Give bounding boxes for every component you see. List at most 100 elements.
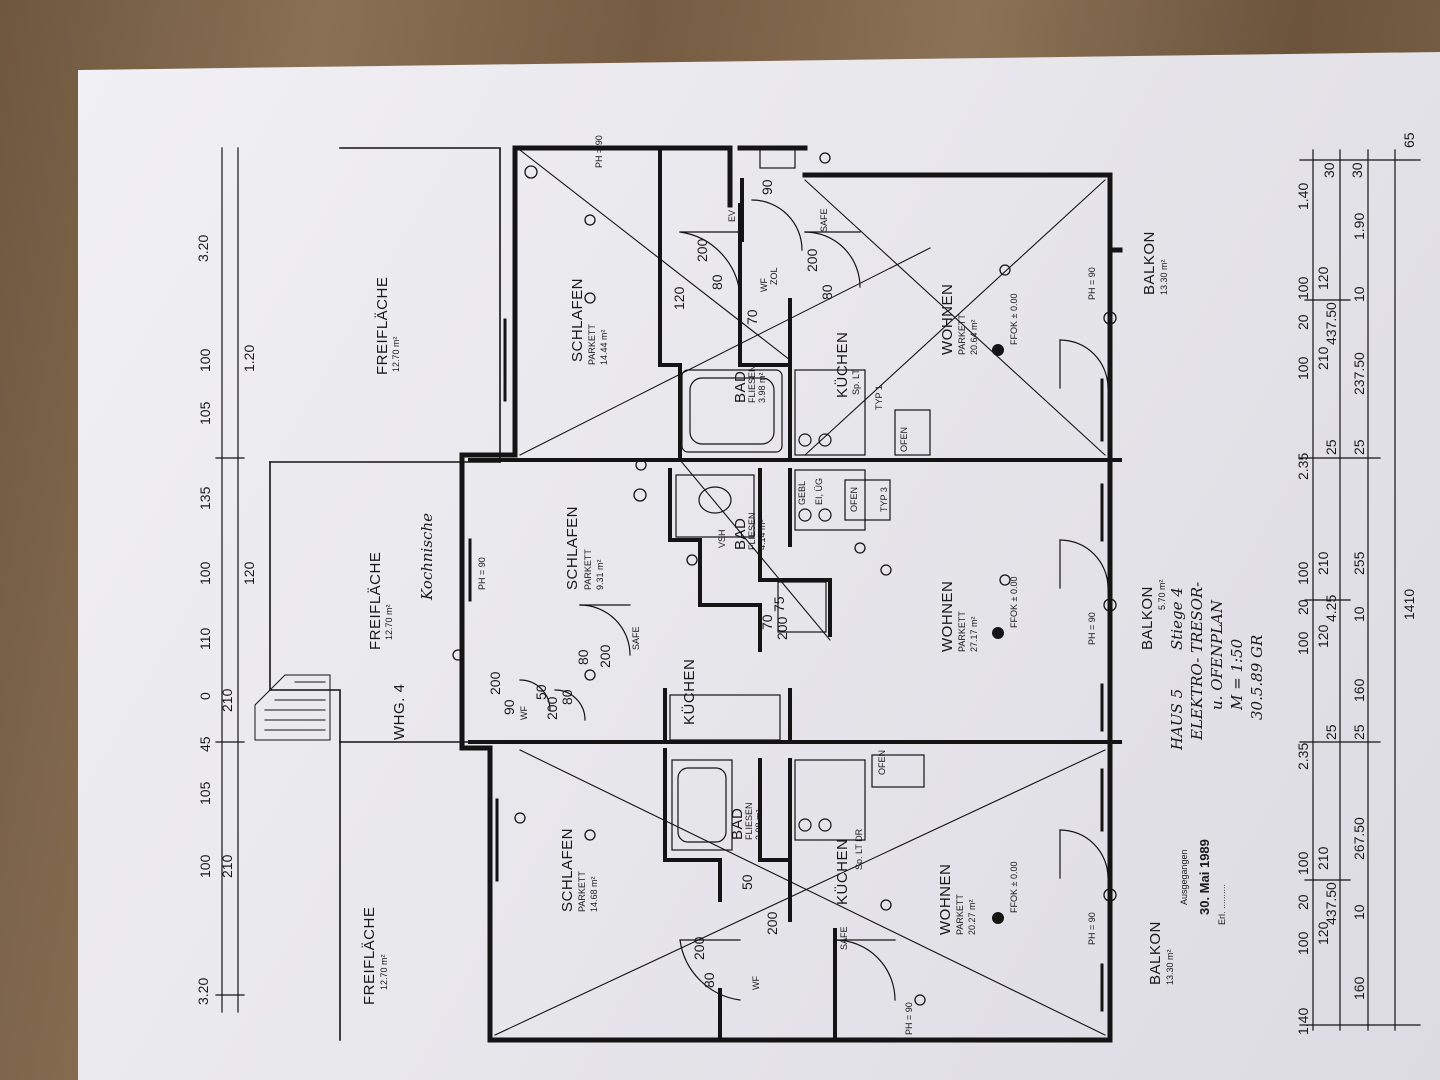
dim-right: 25 <box>1351 439 1367 455</box>
ph-label-6: PH = 90 <box>904 1002 914 1035</box>
label-wf-3: WF <box>751 976 761 990</box>
door-dim: 200 <box>804 248 820 272</box>
label-safe-2: SAFE <box>631 626 641 650</box>
room-floor-wohnen-3: PARKETT <box>955 894 965 935</box>
room-area-wohnen-1: 20.64 m² <box>969 319 979 355</box>
room-label-bad-2: BAD <box>732 517 749 550</box>
dim-right: 100 <box>1295 851 1311 875</box>
dim-right: 1.90 <box>1351 212 1367 240</box>
dim-right: 30 <box>1321 162 1337 178</box>
interior-walls <box>468 146 1122 1042</box>
dim-left: 120 <box>241 561 257 585</box>
label-safe-3: SAFE <box>839 926 849 950</box>
door-dim: 200 <box>764 911 780 935</box>
room-area-balkon-1: 13.30 m² <box>1159 259 1169 295</box>
dim-left: 100 <box>197 561 213 585</box>
door-dim: 200 <box>487 671 503 695</box>
label-gebl: GEBL <box>797 480 807 505</box>
room-label-bad-3: BAD <box>729 807 746 840</box>
room-label-bad-1: BAD <box>732 370 749 403</box>
sanitary-fixtures <box>669 147 931 851</box>
ffok-label-2: FFOK ± 0.00 <box>1009 576 1019 628</box>
ph-label-5: PH = 90 <box>594 135 604 168</box>
dim-left: 3.20 <box>195 234 211 262</box>
dim-right: 120 <box>1315 266 1331 290</box>
door-dim: 80 <box>701 972 717 988</box>
handwritten-title-line-4: u. OFENPLAN <box>1208 600 1226 710</box>
dim-right: 25 <box>1351 724 1367 740</box>
dim-left: 110 <box>197 627 213 650</box>
room-label-wohnen-1: WOHNEN <box>939 283 956 355</box>
label-safe-1: SAFE <box>819 208 829 232</box>
door-dim: 200 <box>544 696 560 720</box>
dim-right: 437.50 <box>1323 302 1339 345</box>
dim-right: 120 <box>1315 624 1331 648</box>
dim-left: 135 <box>197 486 213 510</box>
label-zol: ZOL <box>769 267 779 285</box>
dim-right: 100 <box>1295 631 1311 655</box>
ffok-label-1: FFOK ± 0.00 <box>1009 293 1019 345</box>
dim-right: 160 <box>1351 976 1367 1000</box>
dim-right: 25 <box>1323 724 1339 740</box>
dim-left: 100 <box>197 348 213 372</box>
balcony-railings <box>468 318 1104 1012</box>
dim-right: 120 <box>1315 921 1331 945</box>
dim-right: 65 <box>1401 132 1417 148</box>
door-dim: 80 <box>559 689 575 705</box>
ffok-label-3: FFOK ± 0.00 <box>1009 861 1019 913</box>
dim-right: 100 <box>1295 356 1311 380</box>
dim-left: 210 <box>219 688 235 712</box>
dim-right: 1.40 <box>1295 1007 1311 1035</box>
door-dim: 120 <box>671 286 687 310</box>
room-area-balkon-2: 5.70 m² <box>1157 579 1167 610</box>
door-dim: 200 <box>774 616 790 640</box>
door-dim: 80 <box>575 649 591 665</box>
door-dim: 200 <box>597 644 613 668</box>
dim-left: 105 <box>197 781 213 805</box>
room-label-freiflache-1: FREIFLÄCHE <box>374 276 391 375</box>
room-label-kuche-1: KÜCHEN <box>834 331 851 398</box>
dim-right: 2.35 <box>1295 742 1311 770</box>
room-area-freiflache-1: 12.70 m² <box>391 336 401 372</box>
label-typ-3: TYP 3 <box>879 487 889 512</box>
dim-left: 105 <box>197 401 213 425</box>
stair-symbol <box>254 674 331 741</box>
room-floor-schlafen-1: PARKETT <box>587 324 597 365</box>
room-label-freiflache-3: FREIFLÄCHE <box>361 906 378 1005</box>
dim-right: 100 <box>1295 931 1311 955</box>
dim-right: 267.50 <box>1351 817 1367 860</box>
electrical-symbols <box>452 152 1117 1006</box>
dim-right: 25 <box>1323 439 1339 455</box>
door-dim: 75 <box>771 596 787 612</box>
dim-right: 255 <box>1351 551 1367 575</box>
door-dim: 50 <box>739 874 755 890</box>
handwritten-title-line-6: 30.5.89 GR <box>1248 634 1266 720</box>
door-dim: 200 <box>691 936 707 960</box>
room-area-wohnen-2: 27.17 m² <box>969 616 979 652</box>
dim-right: 20 <box>1295 894 1311 910</box>
room-floor-schlafen-2: PARKETT <box>583 549 593 590</box>
dim-left: 1.20 <box>241 344 257 372</box>
door-dim: 80 <box>709 274 725 290</box>
room-floor-wohnen-1: PARKETT <box>957 314 967 355</box>
room-note-kuche-3: Sp. LT DR <box>854 828 864 870</box>
ph-label-2: PH = 90 <box>1087 612 1097 645</box>
room-label-balkon-1: BALKON <box>1141 231 1158 295</box>
room-label-balkon-2: BALKON <box>1139 586 1156 650</box>
door-dim: 70 <box>759 614 775 630</box>
room-area-wohnen-3: 20.27 m² <box>967 899 977 935</box>
door-dim: 200 <box>694 238 710 262</box>
dim-right: 1.40 <box>1295 182 1311 210</box>
dim-left: 0 <box>197 692 213 700</box>
door-dim: 90 <box>501 699 517 715</box>
ph-label-3: PH = 90 <box>1087 912 1097 945</box>
exterior-walls <box>459 145 1123 1043</box>
dim-right: 210 <box>1315 551 1331 575</box>
room-label-schlafen-3: SCHLAFEN <box>559 827 576 912</box>
dim-left: 100 <box>197 854 213 878</box>
room-area-freiflache-2: 12.70 m² <box>384 604 394 640</box>
room-label-schlafen-2: SCHLAFEN <box>564 505 581 590</box>
room-area-balkon-3: 13.30 m² <box>1165 949 1175 985</box>
room-floor-schlafen-3: PARKETT <box>577 871 587 912</box>
handwritten-title-line-2: Stiege 4 <box>1168 587 1186 650</box>
